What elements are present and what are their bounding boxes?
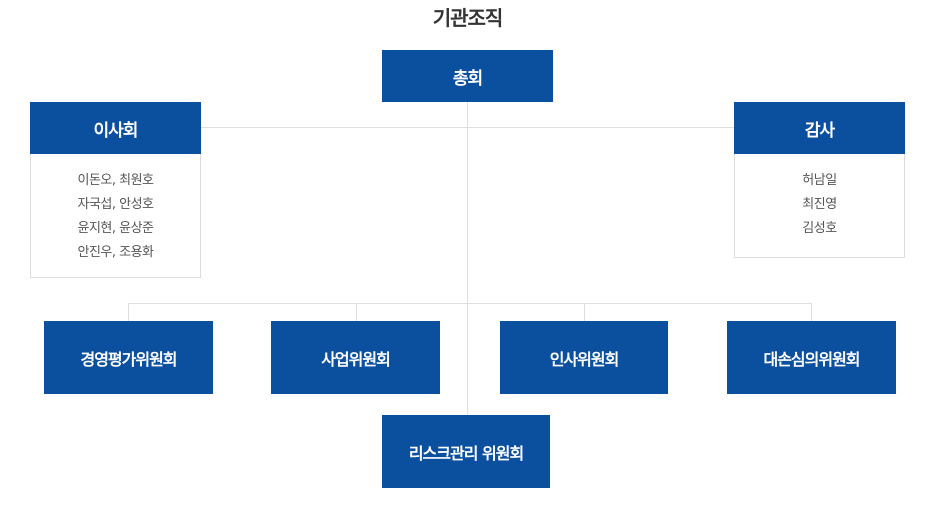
connector-committee-3	[584, 303, 585, 321]
audit-members: 허남일 최진영 김성호	[734, 154, 905, 258]
audit-box: 감사	[734, 102, 905, 154]
connector-committee-2	[356, 303, 357, 321]
connector-committee-4	[811, 303, 812, 321]
committee-risk-management: 리스크관리 위원회	[382, 415, 550, 488]
general-meeting-box: 총회	[382, 50, 553, 102]
board-member-line: 자국섭, 안성호	[77, 197, 154, 212]
committee-bad-debt-review: 대손심의위원회	[727, 321, 896, 394]
committee-personnel: 인사위원회	[500, 321, 668, 394]
connector-committees-horizontal	[128, 303, 812, 304]
board-members: 이돈오, 최원호 자국섭, 안성호 윤지현, 윤상준 안진우, 조용화	[30, 154, 201, 278]
board-member-line: 윤지현, 윤상준	[77, 221, 154, 236]
page-title: 기관조직	[432, 6, 504, 30]
audit-member-line: 최진영	[802, 197, 837, 212]
audit-member-line: 허남일	[802, 173, 837, 188]
board-box: 이사회	[30, 102, 201, 154]
connector-committee-1	[128, 303, 129, 321]
board-member-line: 이돈오, 최원호	[77, 173, 154, 188]
connector-main-vertical	[467, 102, 468, 415]
board-member-line: 안진우, 조용화	[77, 245, 154, 260]
audit-member-line: 김성호	[802, 221, 837, 236]
committee-management-evaluation: 경영평가위원회	[44, 321, 213, 394]
committee-business: 사업위원회	[271, 321, 440, 394]
